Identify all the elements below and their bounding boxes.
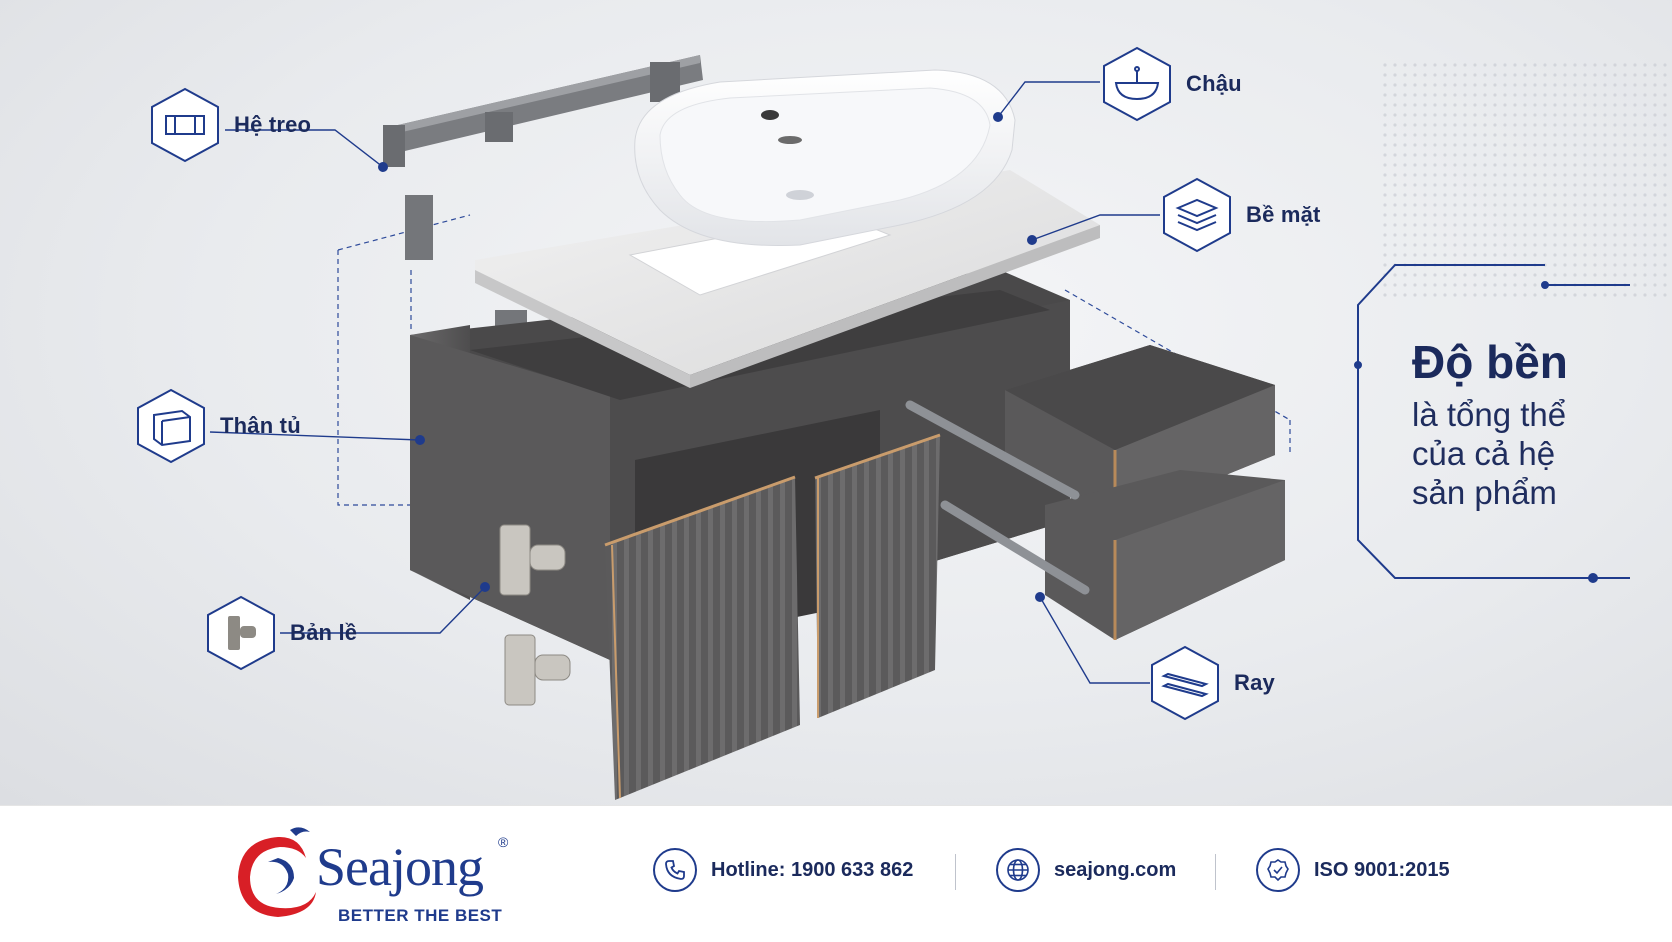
brand-name: Seajong bbox=[316, 837, 484, 897]
drawer-rails bbox=[905, 400, 1090, 595]
cabinet-doors bbox=[604, 433, 941, 800]
phone-icon bbox=[653, 848, 697, 892]
website-contact[interactable]: seajong.com bbox=[996, 848, 1176, 892]
hotline-contact[interactable]: Hotline: 1900 633 862 bbox=[653, 848, 913, 892]
hero-image: Hệ treo Chậu Bề mặt Thân tủ Bản lề Ray Đ… bbox=[0, 0, 1672, 805]
callout-he-treo: Hệ treo bbox=[146, 86, 311, 164]
callout-label: Bề mặt bbox=[1246, 202, 1321, 227]
callout-ray: Ray bbox=[1146, 644, 1275, 722]
callout-label: Bản lề bbox=[290, 620, 358, 645]
tagline: Độ bền là tổng thể của cả hệ sản phẩm bbox=[1412, 335, 1568, 512]
hinge-icon bbox=[202, 594, 280, 672]
exploded-cabinet-illustration bbox=[209, 55, 1672, 800]
callout-be-mat: Bề mặt bbox=[1158, 176, 1321, 254]
hotline-text: Hotline: 1900 633 862 bbox=[711, 858, 914, 881]
callout-label: Ray bbox=[1234, 670, 1275, 695]
callout-label: Thân tủ bbox=[220, 413, 301, 438]
callout-chau: Chậu bbox=[1098, 45, 1242, 123]
halftone-pattern bbox=[1380, 60, 1672, 300]
registered-mark: ® bbox=[498, 834, 509, 850]
brand-slogan: BETTER THE BEST bbox=[338, 906, 503, 925]
callout-than-tu: Thân tủ bbox=[132, 387, 301, 465]
footer-bar: Seajong ® BETTER THE BEST Hotline: 1900 … bbox=[0, 805, 1672, 942]
callout-ban-le: Bản lề bbox=[202, 594, 357, 672]
drawer-rail-icon bbox=[1146, 644, 1224, 722]
callout-label: Chậu bbox=[1186, 71, 1242, 96]
sink bbox=[634, 69, 1016, 247]
hanging-rail-icon bbox=[146, 86, 224, 164]
basin-icon bbox=[1098, 45, 1176, 123]
brand-logo[interactable]: Seajong ® BETTER THE BEST bbox=[228, 822, 528, 932]
cabinet-body-icon bbox=[132, 387, 210, 465]
divider bbox=[1215, 854, 1216, 890]
callout-dots bbox=[378, 112, 1045, 602]
iso-text: ISO 9001:2015 bbox=[1314, 858, 1450, 881]
tagline-line: là tổng thể bbox=[1412, 396, 1567, 433]
globe-icon bbox=[996, 848, 1040, 892]
iso-certification: ISO 9001:2015 bbox=[1256, 848, 1450, 892]
tagline-line: của cả hệ bbox=[1412, 435, 1556, 472]
website-text: seajong.com bbox=[1054, 858, 1177, 881]
divider bbox=[955, 854, 956, 890]
surface-layers-icon bbox=[1158, 176, 1236, 254]
callout-leaders bbox=[209, 81, 1160, 684]
hinges bbox=[499, 524, 571, 706]
tagline-frame bbox=[1354, 264, 1630, 583]
callout-label: Hệ treo bbox=[234, 112, 312, 137]
seajong-swirl-icon bbox=[238, 827, 316, 917]
tagline-title: Độ bền bbox=[1412, 336, 1568, 388]
certificate-icon bbox=[1256, 848, 1300, 892]
tagline-line: sản phẩm bbox=[1412, 474, 1557, 511]
drawers bbox=[1005, 345, 1285, 640]
